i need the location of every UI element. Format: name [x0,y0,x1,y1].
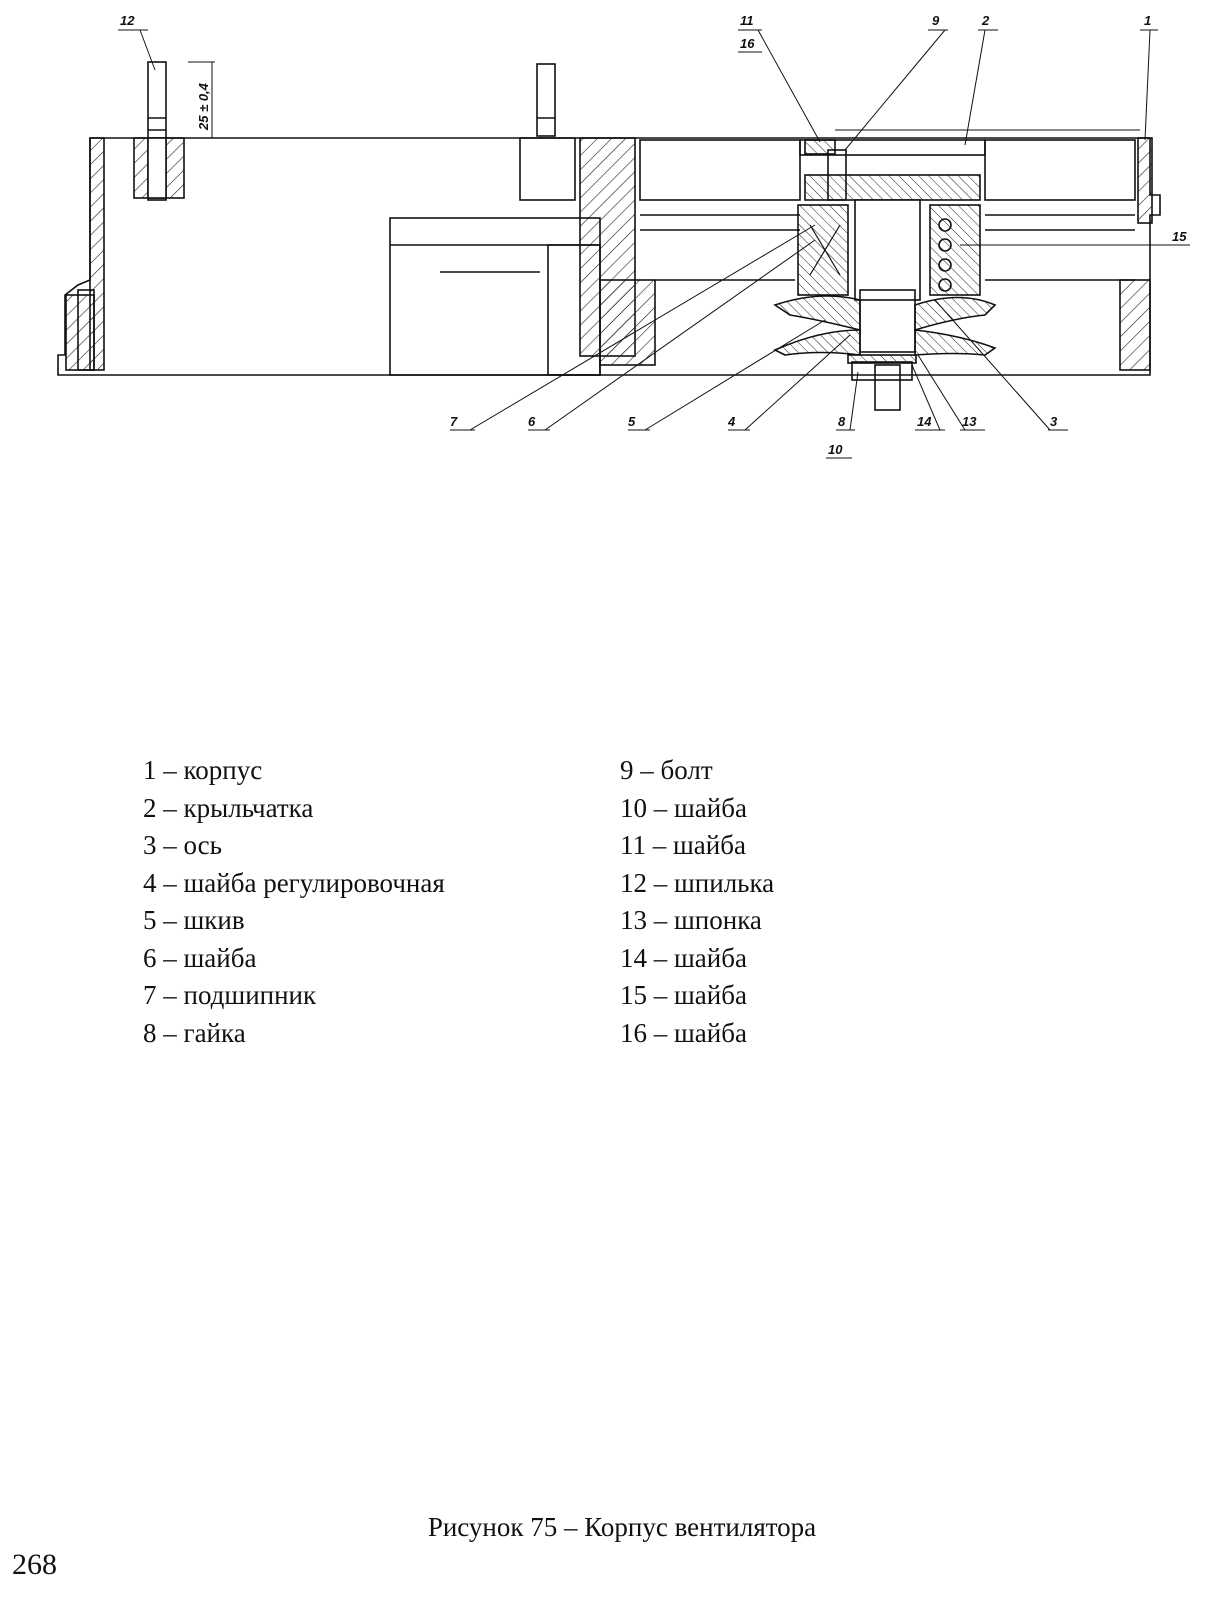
legend-item: 15 – шайба [620,980,747,1010]
callout-6: 6 [528,414,536,429]
legend-item: 1 – корпус [143,755,263,785]
callout-2: 2 [981,13,990,28]
figure-caption-text: Рисунок 75 – Корпус вентилятора [427,1512,817,1542]
legend-item: 8 – гайка [143,1017,246,1048]
housing-outline [57,61,1161,411]
callout-8: 8 [838,414,846,429]
legend-item: 2 – крыльчатка [143,792,314,823]
legend-item: 10 – шайба [620,792,747,823]
legend-item: 6 – шайба [143,942,257,973]
legend-left-column: 1 – корпус 2 – крыльчатка 3 – ось 4 – ша… [143,752,445,1052]
legend-item: 4 – шайба регулировочная [143,867,445,898]
legend-item: 11 – шайба [620,830,746,860]
leader-lines [118,29,1190,459]
callout-7: 7 [450,414,458,429]
callout-13: 13 [962,414,977,429]
callout-9: 9 [932,13,940,28]
callout-14: 14 [917,414,932,429]
callout-5: 5 [628,414,636,429]
callout-12: 12 [120,13,135,28]
dimension-label: 25 ± 0,4 [196,82,211,131]
legend-item: 14 – шайба [620,942,747,973]
callout-labels: 12 11 16 9 2 1 15 7 6 5 4 8 10 14 13 3 [120,13,1187,457]
legend-item: 5 – шкив [143,905,245,935]
page-number: 268 [12,1548,57,1581]
callout-15: 15 [1172,229,1187,244]
dimension-line: 25 ± 0,4 [188,61,215,138]
callout-4: 4 [727,414,736,429]
legend-item: 3 – ось [143,830,222,860]
legend-item: 16 – шайба [620,1017,747,1048]
callout-3: 3 [1050,414,1058,429]
legend-right-column: 9 – болт 10 – шайба 11 – шайба 12 – шпил… [620,752,774,1052]
fan-housing-drawing: 25 ± 0,4 12 11 16 9 2 1 15 7 6 5 4 8 10 … [57,13,1190,459]
figure-caption: Рисунок 75 – Корпус вентилятора [0,1512,1222,1543]
legend-item: 13 – шпонка [620,905,762,935]
legend-item: 7 – подшипник [143,980,317,1010]
callout-11: 11 [740,13,754,28]
legend-item: 12 – шпилька [620,867,775,898]
legend-item: 9 – болт [620,755,713,785]
callout-10: 10 [828,442,843,457]
callout-16: 16 [740,36,755,51]
callout-1: 1 [1144,13,1151,28]
